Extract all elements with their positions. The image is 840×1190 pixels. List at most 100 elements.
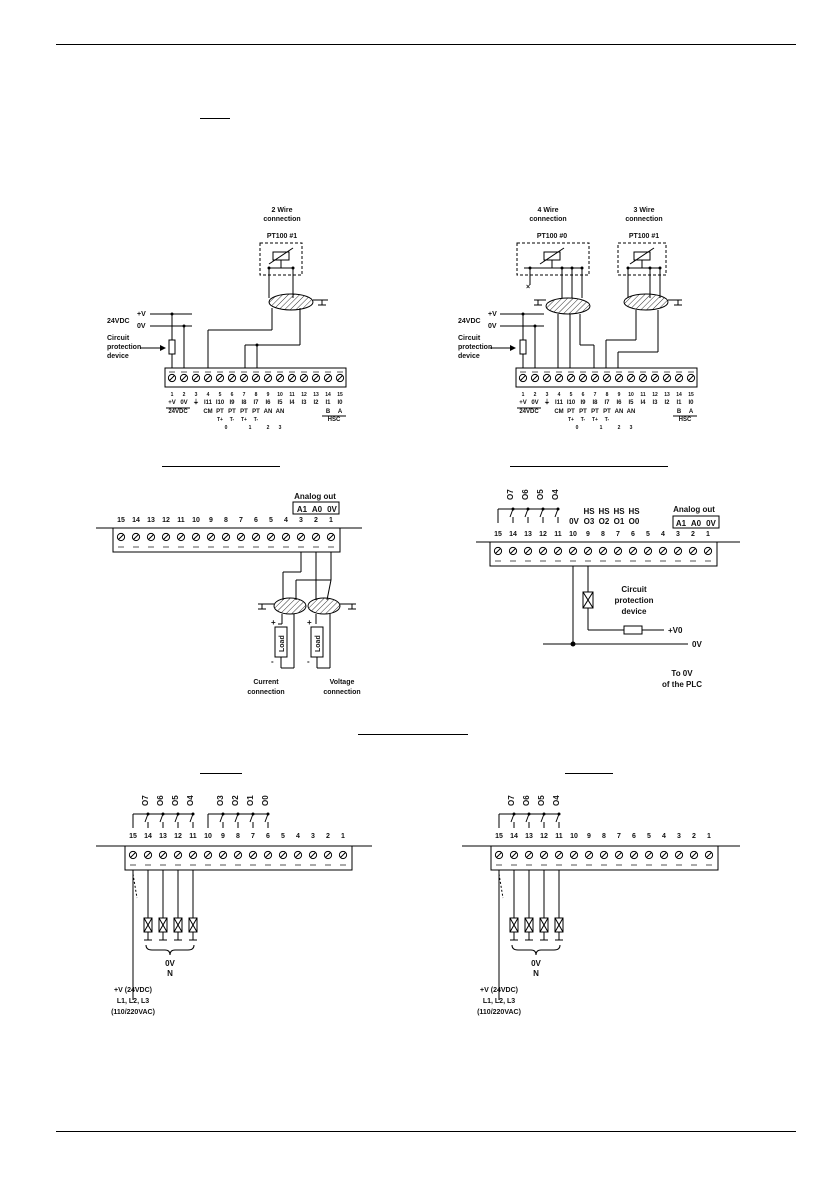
terminal-number: 3 xyxy=(546,392,549,398)
terminal-number: 4 xyxy=(558,392,561,398)
terminal-number: 11 xyxy=(189,833,197,840)
heading-underline xyxy=(200,118,230,119)
terminal-number: 8 xyxy=(606,392,609,398)
output-label: O5 xyxy=(171,795,180,806)
zero-label-n: N xyxy=(533,969,539,978)
terminal-name: I3 xyxy=(301,400,307,406)
terminal-number: 4 xyxy=(662,833,666,840)
terminal-number: 9 xyxy=(586,531,590,538)
terminal-number: 13 xyxy=(524,531,532,538)
group-tplus-2: T+ xyxy=(241,417,247,423)
wire-label-a-2: connection xyxy=(529,216,566,223)
group-1: 1 xyxy=(600,425,603,431)
terminal-name: 0V xyxy=(531,400,538,406)
output-label: O1 xyxy=(246,795,255,806)
sensor-box-a xyxy=(516,242,590,276)
terminal-number: 9 xyxy=(587,833,591,840)
terminal-name: ⏚ xyxy=(544,399,550,406)
terminal-name: I0 xyxy=(688,400,694,406)
terminal-number: 6 xyxy=(632,833,636,840)
term-pt-4: PT xyxy=(603,409,611,415)
terminal-name: I9 xyxy=(580,400,586,406)
protection-label-2: protection xyxy=(614,596,653,605)
svg-text:+: + xyxy=(307,618,312,627)
supply-label-1: +V (24VDC) xyxy=(114,987,152,994)
terminal-number: 15 xyxy=(688,392,694,398)
voltage-label-1: Voltage xyxy=(330,679,355,686)
output-label: O6 xyxy=(521,489,530,500)
switch-contact xyxy=(539,508,544,518)
terminal-name: +V xyxy=(519,400,527,406)
channel-0v: 0V xyxy=(706,519,716,528)
terminal-number: 15 xyxy=(495,833,503,840)
protection-label-3: device xyxy=(107,353,129,360)
svg-text:+: + xyxy=(271,618,276,627)
switch-contact xyxy=(144,813,149,823)
terminal-number: 1 xyxy=(341,833,345,840)
switch-contact xyxy=(249,813,254,823)
protection-label-1: Circuit xyxy=(107,335,130,342)
terminal-number: 15 xyxy=(129,833,137,840)
protection-label-1: Circuit xyxy=(621,585,647,594)
term-cm: CM xyxy=(554,409,563,415)
terminal-name: I5 xyxy=(277,400,283,406)
terminal-number: 12 xyxy=(174,833,182,840)
terminal-name: I4 xyxy=(289,400,295,406)
terminal-number: 8 xyxy=(236,833,240,840)
term-cm: CM xyxy=(203,409,212,415)
terminal-number: 7 xyxy=(239,517,243,524)
fuse xyxy=(168,339,176,355)
terminal-screws xyxy=(167,371,345,383)
group-24vdc: 24VDC xyxy=(519,409,539,415)
terminal-number: 7 xyxy=(617,833,621,840)
terminal-number: 5 xyxy=(269,517,273,524)
sensor-label: PT100 #1 xyxy=(267,233,297,240)
terminal-number: 1 xyxy=(522,392,525,398)
supply-label-1: +V (24VDC) xyxy=(480,987,518,994)
supply-name: 24VDC xyxy=(458,318,481,325)
hs-prefix-4: HS xyxy=(628,507,640,516)
terminal-name: ⏚ xyxy=(193,399,199,406)
svg-text:×: × xyxy=(526,284,530,291)
protection-label-2: protection xyxy=(107,344,141,351)
terminal-number: 1 xyxy=(171,392,174,398)
terminal-number: 5 xyxy=(281,833,285,840)
group-tplus-2: T+ xyxy=(592,417,598,423)
supply-pos: +V xyxy=(488,311,497,318)
term-pt-3: PT xyxy=(591,409,599,415)
terminal-number: 4 xyxy=(661,531,665,538)
terminal-number: 9 xyxy=(267,392,270,398)
terminal-number: 11 xyxy=(289,392,295,398)
switch-contact xyxy=(509,508,514,518)
terminal-number: 12 xyxy=(301,392,307,398)
plus-v0: +V0 xyxy=(668,626,683,635)
terminal-name: I4 xyxy=(640,400,646,406)
terminal-name: I6 xyxy=(265,400,271,406)
terminal-number: 13 xyxy=(525,833,533,840)
terminal-screws xyxy=(116,532,336,548)
protection-label-1: Circuit xyxy=(458,335,481,342)
zero-label-n: N xyxy=(167,969,173,978)
supply-label-2: L1, L2, L3 xyxy=(483,998,515,1005)
terminal-name: I5 xyxy=(628,400,634,406)
current-label-2: connection xyxy=(247,689,284,696)
outputs-section-underline xyxy=(358,734,468,735)
terminal-number: 15 xyxy=(117,517,125,524)
terminal-number: 12 xyxy=(540,833,548,840)
footer-rule xyxy=(56,1131,796,1132)
terminal-number: 3 xyxy=(676,531,680,538)
output-label: O7 xyxy=(507,795,516,806)
terminal-number: 9 xyxy=(221,833,225,840)
group-hsc: HSC xyxy=(679,417,692,423)
terminal-name: I11 xyxy=(555,400,564,406)
terminal-number: 14 xyxy=(509,531,517,538)
